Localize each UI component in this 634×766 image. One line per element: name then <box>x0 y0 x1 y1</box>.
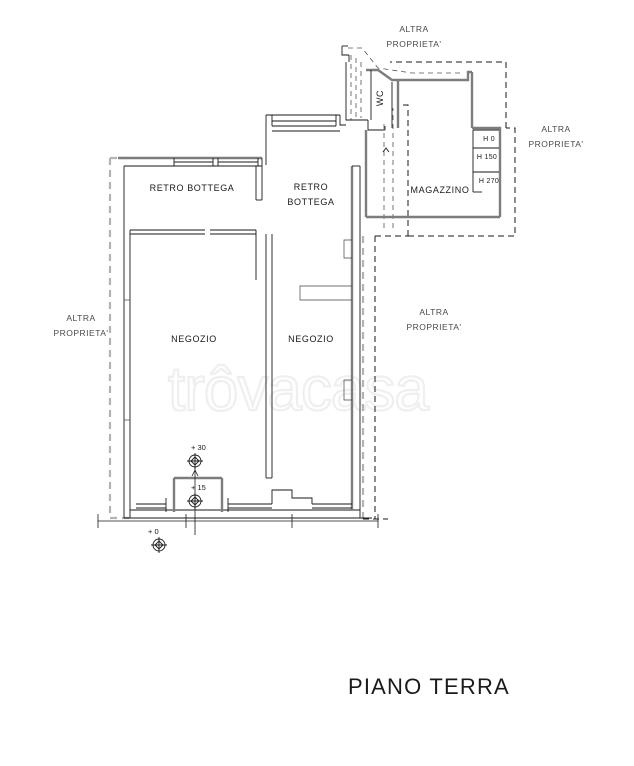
elevation-label-15: + 15 <box>191 483 206 492</box>
interior-partitions <box>124 158 352 479</box>
step-profile <box>271 489 313 504</box>
niche-right-shelf <box>299 285 352 301</box>
elevation-symbol-0-cross <box>151 537 167 553</box>
room-label-magazzino: MAGAZZINO <box>411 185 470 195</box>
exterior-label-center-line1: ALTRA <box>419 307 448 317</box>
exterior-label-left-line1: ALTRA <box>66 313 95 323</box>
elevation-label-30: + 30 <box>191 443 206 452</box>
magazzino-wall-top <box>398 70 472 82</box>
magazzino-wall-right <box>472 126 502 217</box>
height-label-h0: H 0 <box>483 136 495 143</box>
wc-wall-corner <box>341 46 349 56</box>
elevation-marker-30: + 30 <box>187 443 206 469</box>
elevation-symbol-0-diamond <box>154 540 164 550</box>
wc-wall-left <box>345 62 368 121</box>
room-label-negozio-right: NEGOZIO <box>288 334 334 344</box>
elevation-symbol-15-cross <box>187 493 203 509</box>
exterior-label-left-line2: PROPRIETA' <box>53 328 108 338</box>
corridor <box>265 114 346 165</box>
direction-arrow-icon <box>382 147 390 153</box>
room-label-retro-bottega-right-line1: RETRO <box>294 182 329 192</box>
elevation-marker-15: + 15 <box>187 483 206 509</box>
exterior-labels: ALTRA PROPRIETA' ALTRA PROPRIETA' ALTRA … <box>53 24 583 338</box>
wc-block: WC <box>341 45 400 131</box>
elevation-markers: + 30 + 15 + 0 <box>148 443 206 553</box>
plan-title: PIANO TERRA <box>348 674 510 699</box>
room-label-retro-bottega-left: RETRO BOTTEGA <box>150 183 235 193</box>
magazzino-block: H 0 H 150 H 270 MAGAZZINO <box>364 70 502 219</box>
niche-right-upper <box>343 239 352 259</box>
height-label-h270: H 270 <box>479 178 499 185</box>
elevation-symbol-15-diamond <box>190 496 200 506</box>
room-label-negozio-left: NEGOZIO <box>171 334 217 344</box>
corridor-wall-step <box>339 115 346 126</box>
wc-wall-slope <box>366 68 398 82</box>
wc-wall-bottom-step <box>367 120 385 131</box>
elevation-symbol-30-diamond <box>190 456 200 466</box>
property-boundaries <box>108 47 516 520</box>
entry-platform <box>97 466 379 535</box>
property-line-magazzino-left <box>400 104 409 236</box>
room-label-retro-bottega-right-line2: BOTTEGA <box>287 197 334 207</box>
watermark-text: trôvacasa <box>168 355 429 424</box>
niche-right-lower <box>343 379 352 401</box>
height-label-h150: H 150 <box>477 154 497 161</box>
elevation-marker-0: + 0 <box>148 527 167 553</box>
watermark: trôvacasa <box>167 354 432 425</box>
exterior-label-right-line1: ALTRA <box>541 124 570 134</box>
property-line-magazzino-upper <box>390 61 507 128</box>
property-line-top-slope <box>348 47 460 74</box>
title-block: PIANO TERRA <box>348 674 510 699</box>
exterior-label-right-line2: PROPRIETA' <box>528 139 583 149</box>
elevation-symbol-30-cross <box>187 453 203 469</box>
room-labels: RETRO BOTTEGA RETRO BOTTEGA NEGOZIO NEGO… <box>150 182 334 344</box>
main-building-outline <box>118 156 372 519</box>
room-label-wc: WC <box>375 90 385 106</box>
exterior-label-center-line2: PROPRIETA' <box>406 322 461 332</box>
elevation-axis-arrow <box>191 469 199 477</box>
elevation-label-0: + 0 <box>148 527 159 536</box>
exterior-label-top-line1: ALTRA <box>399 24 428 34</box>
exterior-label-top-line2: PROPRIETA' <box>386 39 441 49</box>
property-line-magazzino-bottom <box>408 127 516 237</box>
